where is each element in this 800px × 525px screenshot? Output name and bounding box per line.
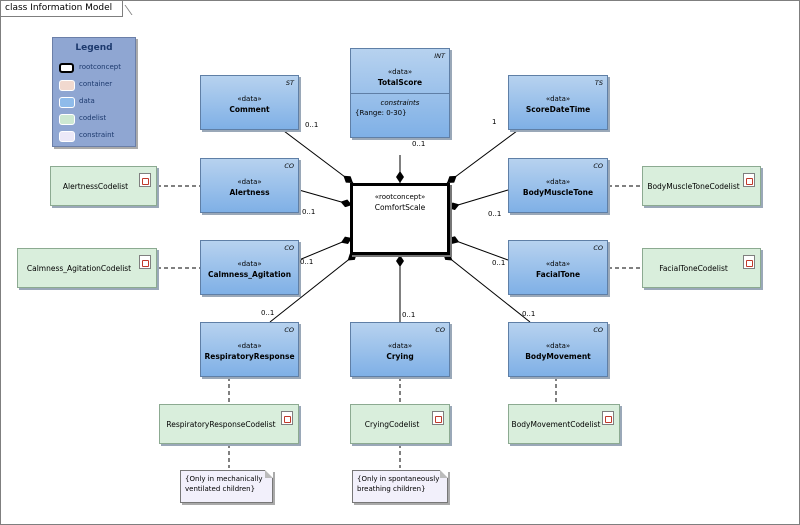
alertness-codelist-label: AlertnessCodelist — [62, 181, 129, 191]
mult-totalscore: 0..1 — [412, 140, 426, 148]
comment-type: ST — [285, 79, 294, 87]
scoredatetime-name: ScoreDateTime — [525, 105, 591, 114]
link-alertness — [298, 189, 353, 208]
crying-type: CO — [435, 326, 445, 334]
codelist-icon — [743, 255, 755, 269]
respiratoryresponse-data-class[interactable]: CO «data» RespiratoryResponse — [200, 322, 299, 377]
calmness-stereotype: «data» — [237, 260, 262, 268]
scoredatetime-type: TS — [594, 79, 603, 87]
facialtone-codelist[interactable]: FacialToneCodelist — [642, 248, 761, 288]
comment-name: Comment — [229, 105, 270, 114]
codelist-icon — [281, 411, 293, 425]
link-facialtone — [447, 236, 509, 261]
calmness-data-class[interactable]: CO «data» Calmness_Agitation — [200, 240, 299, 295]
bodymovement-type: CO — [593, 326, 603, 334]
link-bodymuscletone — [447, 189, 509, 211]
crying-data-class[interactable]: CO «data» Crying — [350, 322, 450, 377]
scoredatetime-stereotype: «data» — [545, 95, 571, 103]
mult-comment: 0..1 — [305, 121, 319, 129]
totalscore-type: INT — [434, 52, 445, 60]
comment-data-class[interactable]: ST «data» Comment — [200, 75, 299, 130]
bodymovement-data-class[interactable]: CO «data» BodyMovement — [508, 322, 608, 377]
link-bodymovement — [442, 252, 531, 323]
mult-scoredatetime: 1 — [492, 118, 497, 126]
scoredatetime-data-class[interactable]: TS «data» ScoreDateTime — [508, 75, 608, 130]
root-name: ComfortScale — [374, 203, 426, 212]
codelist-icon — [602, 411, 614, 425]
totalscore-data-class[interactable]: INT «data» TotalScore constraints {Range… — [350, 48, 450, 138]
alertness-codelist[interactable]: AlertnessCodelist — [50, 166, 157, 206]
bodymovement-codelist-label: BodyMovementCodelist — [511, 419, 601, 429]
respiratory-name: RespiratoryResponse — [204, 352, 295, 361]
crying-name: Crying — [386, 352, 414, 361]
respiratory-codelist-label: RespiratoryResponseCodelist — [166, 419, 276, 429]
frame-title: class Information Model — [1, 1, 124, 17]
alertness-data-class[interactable]: CO «data» Alertness — [200, 158, 299, 213]
comfortscale-rootconcept[interactable]: «rootconcept» ComfortScale — [350, 183, 450, 255]
bodymuscletone-codelist[interactable]: BodyMuscleToneCodelist — [642, 166, 761, 206]
link-comment — [275, 124, 354, 184]
crying-constraint-note[interactable]: {Only in spontaneously breathing childre… — [352, 470, 448, 503]
respiratoryresponse-codelist[interactable]: RespiratoryResponseCodelist — [159, 404, 299, 444]
calmness-codelist-label: Calmness_AgitationCodelist — [26, 263, 132, 273]
crying-codelist-label: CryingCodelist — [364, 419, 420, 429]
mult-respiratory: 0..1 — [261, 309, 275, 317]
codelist-icon — [139, 173, 151, 187]
root-stereotype: «rootconcept» — [374, 193, 426, 201]
respiratory-type: CO — [284, 326, 294, 334]
link-respiratory — [269, 252, 358, 323]
alertness-stereotype: «data» — [237, 178, 262, 186]
crying-codelist[interactable]: CryingCodelist — [350, 404, 450, 444]
facialtone-type: CO — [593, 244, 603, 252]
totalscore-name: TotalScore — [377, 78, 423, 87]
facialtone-data-class[interactable]: CO «data» FacialTone — [508, 240, 608, 295]
link-scoredatetime — [446, 124, 526, 184]
codelist-icon — [432, 411, 444, 425]
facialtone-name: FacialTone — [535, 270, 581, 279]
totalscore-constraints-label: constraints — [380, 99, 420, 107]
codelist-icon — [743, 173, 755, 187]
calmness-codelist[interactable]: Calmness_AgitationCodelist — [17, 248, 157, 288]
mult-calmness: 0..1 — [300, 258, 314, 266]
totalscore-constraint: {Range: 0-30} — [355, 109, 407, 117]
respiratory-constraint-note[interactable]: {Only in mechanically ventilated childre… — [180, 470, 273, 503]
mult-facialtone: 0..1 — [492, 259, 506, 267]
link-calmness — [298, 236, 353, 261]
alertness-type: CO — [284, 162, 294, 170]
calmness-type: CO — [284, 244, 294, 252]
bodymuscletone-name: BodyMuscleTone — [522, 188, 594, 197]
mult-bodymovement: 0..1 — [522, 310, 536, 318]
mult-crying: 0..1 — [402, 311, 416, 319]
codelist-icon — [139, 255, 151, 269]
bodymuscletone-stereotype: «data» — [545, 178, 571, 186]
bodymovement-name: BodyMovement — [525, 352, 591, 361]
mult-alertness: 0..1 — [302, 208, 316, 216]
mult-bodymuscletone: 0..1 — [488, 210, 502, 218]
facialtone-codelist-label: FacialToneCodelist — [659, 263, 728, 273]
crying-stereotype: «data» — [387, 342, 413, 350]
bodymovement-codelist[interactable]: BodyMovementCodelist — [508, 404, 620, 444]
comment-stereotype: «data» — [237, 95, 262, 103]
legend-title: Legend — [75, 43, 113, 53]
bodymuscletone-codelist-label: BodyMuscleToneCodelist — [647, 181, 740, 191]
bodymovement-stereotype: «data» — [545, 342, 571, 350]
bodymuscletone-data-class[interactable]: CO «data» BodyMuscleTone — [508, 158, 608, 213]
alertness-name: Alertness — [229, 188, 270, 197]
facialtone-stereotype: «data» — [545, 260, 571, 268]
calmness-name: Calmness_Agitation — [207, 270, 292, 279]
bodymuscletone-type: CO — [593, 162, 603, 170]
totalscore-stereotype: «data» — [387, 68, 413, 76]
respiratory-stereotype: «data» — [237, 342, 262, 350]
legend: Legend rootconcept container data codeli… — [52, 37, 136, 147]
